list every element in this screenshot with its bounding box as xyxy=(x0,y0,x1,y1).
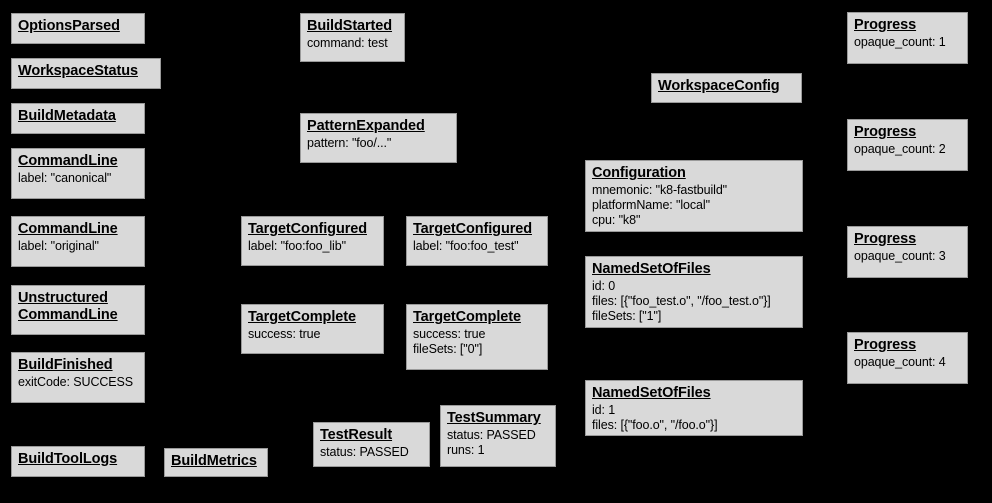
node-title: Progress xyxy=(854,17,917,33)
node-title: Progress xyxy=(854,231,917,247)
node-progress-4[interactable]: Progress opaque_count: 4 xyxy=(847,332,968,384)
node-workspace-status[interactable]: WorkspaceStatus xyxy=(11,58,161,89)
node-pattern-expanded[interactable]: PatternExpanded pattern: "foo/..." xyxy=(300,113,457,163)
node-target-configured-foo-lib[interactable]: TargetConfigured label: "foo:foo_lib" xyxy=(241,216,384,266)
node-field: label: "canonical" xyxy=(18,171,112,186)
node-field: status: PASSED xyxy=(320,445,409,460)
node-title: BuildFinished xyxy=(18,357,113,373)
node-title: BuildToolLogs xyxy=(18,451,118,467)
node-title: TargetComplete xyxy=(413,309,521,325)
node-title: BuildMetrics xyxy=(171,453,257,469)
node-fields: exitCode: SUCCESS xyxy=(18,375,138,390)
node-field: success: true xyxy=(413,327,486,342)
node-field: label: "foo:foo_test" xyxy=(413,239,519,254)
node-progress-3[interactable]: Progress opaque_count: 3 xyxy=(847,226,968,278)
node-field: fileSets: ["1"] xyxy=(592,308,662,323)
node-field: runs: 1 xyxy=(447,442,485,457)
node-target-complete-lib[interactable]: TargetComplete success: true xyxy=(241,304,384,354)
node-title: CommandLine xyxy=(18,153,118,169)
node-command-line-canonical[interactable]: CommandLine label: "canonical" xyxy=(11,148,145,199)
node-field: id: 0 xyxy=(592,279,616,294)
node-fields: label: "canonical" xyxy=(18,171,138,186)
node-title: NamedSetOfFiles xyxy=(592,385,711,401)
node-title: TargetConfigured xyxy=(413,221,532,237)
node-fields: label: "foo:foo_lib" xyxy=(248,239,377,254)
node-field: opaque_count: 2 xyxy=(854,142,946,157)
node-title: PatternExpanded xyxy=(307,118,425,134)
node-field: label: "foo:foo_lib" xyxy=(248,239,346,254)
node-title: TargetComplete xyxy=(248,309,356,325)
node-target-configured-foo-test[interactable]: TargetConfigured label: "foo:foo_test" xyxy=(406,216,548,266)
node-field: files: [{"foo.o", "/foo.o"}] xyxy=(592,417,718,432)
node-options-parsed[interactable]: OptionsParsed xyxy=(11,13,145,44)
node-field: id: 1 xyxy=(592,403,616,418)
node-field: opaque_count: 3 xyxy=(854,249,946,264)
node-fields: opaque_count: 2 xyxy=(854,142,961,157)
node-title: BuildMetadata xyxy=(18,108,116,124)
node-command-line-original[interactable]: CommandLine label: "original" xyxy=(11,216,145,267)
node-field: mnemonic: "k8-fastbuild" xyxy=(592,183,728,198)
node-unstructured-command-line[interactable]: Unstructured CommandLine xyxy=(11,285,145,335)
node-title: Progress xyxy=(854,124,917,140)
node-fields: opaque_count: 4 xyxy=(854,355,961,370)
node-title: Configuration xyxy=(592,165,686,181)
node-field: status: PASSED xyxy=(447,428,536,443)
node-field: command: test xyxy=(307,36,388,51)
node-title: TestResult xyxy=(320,427,393,443)
node-field: fileSets: ["0"] xyxy=(413,341,483,356)
node-title: Progress xyxy=(854,337,917,353)
node-title: Unstructured CommandLine xyxy=(18,290,118,324)
node-field: opaque_count: 1 xyxy=(854,35,946,50)
node-progress-2[interactable]: Progress opaque_count: 2 xyxy=(847,119,968,171)
node-field: files: [{"foo_test.o", "/foo_test.o"}] xyxy=(592,293,771,308)
node-title: BuildStarted xyxy=(307,18,393,34)
node-title: TestSummary xyxy=(447,410,541,426)
node-fields: pattern: "foo/..." xyxy=(307,136,450,151)
node-field: opaque_count: 4 xyxy=(854,355,946,370)
node-build-tool-logs[interactable]: BuildToolLogs xyxy=(11,446,145,477)
node-progress-1[interactable]: Progress opaque_count: 1 xyxy=(847,12,968,64)
node-field: cpu: "k8" xyxy=(592,212,641,227)
node-fields: mnemonic: "k8-fastbuild"platformName: "l… xyxy=(592,183,796,227)
node-build-metadata[interactable]: BuildMetadata xyxy=(11,103,145,134)
node-field: exitCode: SUCCESS xyxy=(18,375,134,390)
node-workspace-config[interactable]: WorkspaceConfig xyxy=(651,73,802,103)
node-title: OptionsParsed xyxy=(18,18,120,34)
node-build-metrics[interactable]: BuildMetrics xyxy=(164,448,268,477)
node-build-started[interactable]: BuildStarted command: test xyxy=(300,13,405,62)
node-title: TargetConfigured xyxy=(248,221,367,237)
node-title: WorkspaceConfig xyxy=(658,78,780,94)
node-fields: command: test xyxy=(307,36,398,51)
node-title: WorkspaceStatus xyxy=(18,63,138,79)
node-field: label: "original" xyxy=(18,239,99,254)
node-fields: success: true xyxy=(248,327,377,342)
node-fields: label: "original" xyxy=(18,239,138,254)
node-fields: label: "foo:foo_test" xyxy=(413,239,541,254)
node-build-finished[interactable]: BuildFinished exitCode: SUCCESS xyxy=(11,352,145,403)
node-title: CommandLine xyxy=(18,221,118,237)
node-fields: status: PASSED xyxy=(320,445,423,460)
node-fields: opaque_count: 3 xyxy=(854,249,961,264)
node-test-result[interactable]: TestResult status: PASSED xyxy=(313,422,430,467)
node-fields: opaque_count: 1 xyxy=(854,35,961,50)
node-configuration[interactable]: Configuration mnemonic: "k8-fastbuild"pla… xyxy=(585,160,803,232)
node-field: pattern: "foo/..." xyxy=(307,136,392,151)
node-title: NamedSetOfFiles xyxy=(592,261,711,277)
node-field: platformName: "local" xyxy=(592,197,710,212)
node-field: success: true xyxy=(248,327,321,342)
